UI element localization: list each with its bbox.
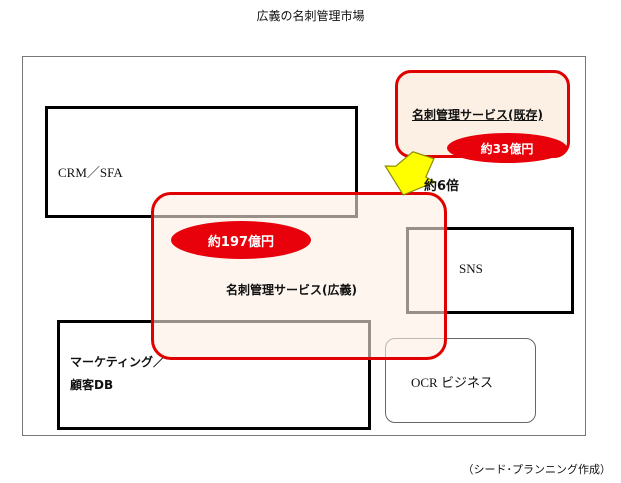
growth-multiplier: 約6倍 bbox=[424, 179, 460, 194]
marketing-label: マーケティング／ bbox=[70, 355, 166, 369]
existing-market-size-badge: 約33億円 bbox=[447, 133, 567, 163]
growth-arrow-icon bbox=[384, 151, 437, 196]
broad-market-box: 名刺管理サービス(広義) bbox=[151, 192, 447, 360]
page-title: 広義の名刺管理市場 bbox=[256, 9, 365, 23]
broad-market-size-badge: 約197億円 bbox=[171, 221, 311, 259]
ocr-business-label: OCR ビジネス bbox=[411, 375, 493, 390]
sns-label: SNS bbox=[459, 261, 483, 276]
existing-market-label: 名刺管理サービス(既存) bbox=[412, 108, 543, 122]
crm-sfa-label: CRM／SFA bbox=[58, 165, 123, 180]
source-note: （シード･プランニング作成） bbox=[462, 463, 612, 476]
broad-market-size: 約197億円 bbox=[207, 234, 275, 250]
customer-db-label: 顧客DB bbox=[70, 378, 114, 392]
existing-market-size: 約33億円 bbox=[480, 141, 534, 156]
broad-market-label: 名刺管理サービス(広義) bbox=[226, 283, 357, 297]
